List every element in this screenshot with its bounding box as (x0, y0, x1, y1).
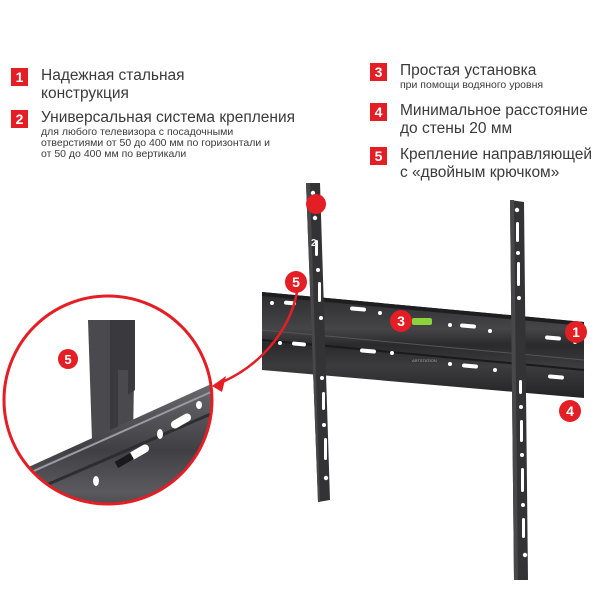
feature-3: 3 Простая установка при помощи водяного … (370, 62, 543, 91)
feature-5: 5 Крепление направляющей с «двойным крюч… (370, 146, 592, 182)
feature-title-line: Крепление направляющей (400, 146, 593, 163)
feature-number-badge: 1 (11, 68, 28, 86)
arrow-head-icon (212, 376, 226, 392)
feature-title-line: Минимальное расстояние (400, 102, 588, 119)
svg-text:1: 1 (572, 324, 580, 340)
callout-badge-5-zoom: 5 (58, 349, 78, 369)
wall-rail: ARTSTATION (261, 292, 585, 398)
right-vertical-arm (510, 200, 528, 580)
feature-title-line: Надежная стальная (41, 67, 185, 84)
left-vertical-arm: 2 (306, 183, 330, 502)
svg-text:ARTSTATION: ARTSTATION (412, 358, 437, 363)
callout-badge-3: 3 (390, 310, 412, 332)
bubble-level (412, 318, 432, 325)
feature-1: 1 Надежная стальная конструкция (11, 67, 185, 103)
svg-text:3: 3 (397, 313, 405, 329)
feature-subtitle-line: от 50 до 400 мм по вертикали (41, 148, 187, 160)
feature-title-line: конструкция (41, 85, 129, 102)
svg-text:2: 2 (311, 238, 317, 249)
feature-2: 2 Универсальная система крепления для лю… (11, 109, 295, 160)
feature-title-line: с «двойным крючком» (400, 164, 560, 181)
zoom-detail-circle (2, 294, 214, 506)
feature-title-line: до стены 20 мм (400, 120, 513, 137)
callout-badge-1: 1 (565, 321, 587, 343)
feature-number-badge: 2 (11, 110, 28, 128)
feature-subtitle-line: при помощи водяного уровня (400, 79, 544, 91)
feature-number-badge: 3 (370, 63, 387, 81)
feature-title-line: Простая установка (400, 62, 537, 79)
feature-4: 4 Минимальное расстояние до стены 20 мм (370, 102, 588, 138)
svg-text:5: 5 (64, 352, 71, 367)
feature-subtitle-line: отверстиями от 50 до 400 мм по горизонта… (41, 137, 271, 149)
feature-number-badge: 5 (370, 147, 387, 165)
callout-5-arrow-line (214, 291, 299, 387)
feature-title-line: Универсальная система крепления (41, 109, 296, 126)
callout-dot-2 (306, 194, 326, 214)
callout-badge-5: 5 (285, 271, 307, 293)
svg-text:4: 4 (566, 403, 574, 419)
feature-number-badge: 4 (370, 103, 387, 121)
callout-badge-4: 4 (559, 400, 581, 422)
feature-subtitle-line: для любого телевизора с посадочными (41, 126, 234, 138)
svg-text:5: 5 (292, 274, 300, 290)
